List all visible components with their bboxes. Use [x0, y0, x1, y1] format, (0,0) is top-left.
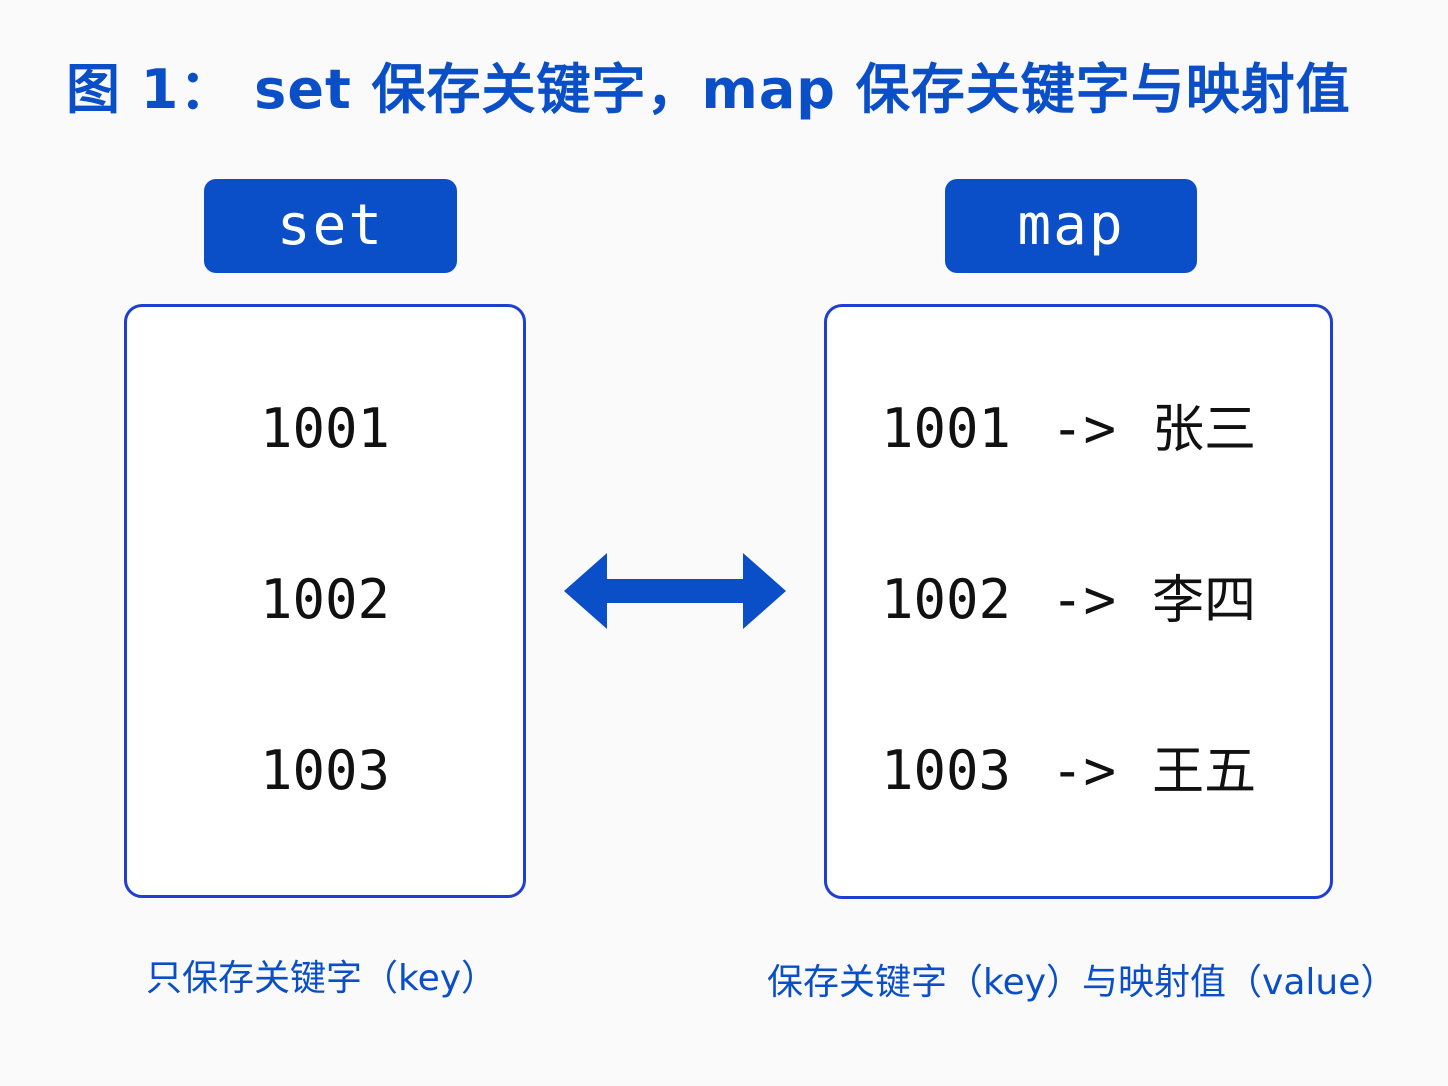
double-arrow-icon	[564, 553, 786, 629]
set-row: 1003	[259, 739, 391, 802]
map-arrow: ->	[1051, 397, 1117, 460]
map-value: 张三	[1152, 400, 1257, 460]
set-caption: 只保存关键字（key）	[146, 958, 498, 999]
set-label: set	[204, 179, 457, 273]
map-key: 1002	[881, 568, 1012, 631]
set-row: 1001	[259, 397, 391, 460]
map-panel: 1001 -> 张三 1002 -> 李四 1003 -> 王五	[824, 304, 1333, 899]
set-panel: 1001 1002 1003	[124, 304, 526, 898]
map-value: 李四	[1152, 571, 1257, 631]
map-value: 王五	[1152, 742, 1257, 802]
map-row: 1003 -> 王五	[881, 731, 1256, 811]
map-arrow: ->	[1051, 568, 1117, 631]
map-row: 1002 -> 李四	[881, 560, 1256, 640]
map-key: 1001	[881, 397, 1012, 460]
set-row: 1002	[259, 568, 391, 631]
diagram-title: 图 1： set 保存关键字，map 保存关键字与映射值	[66, 58, 1351, 121]
map-caption: 保存关键字（key）与映射值（value）	[767, 962, 1397, 1003]
map-row: 1001 -> 张三	[881, 389, 1256, 469]
map-key: 1003	[881, 739, 1012, 802]
map-arrow: ->	[1051, 739, 1117, 802]
map-label: map	[945, 179, 1197, 273]
